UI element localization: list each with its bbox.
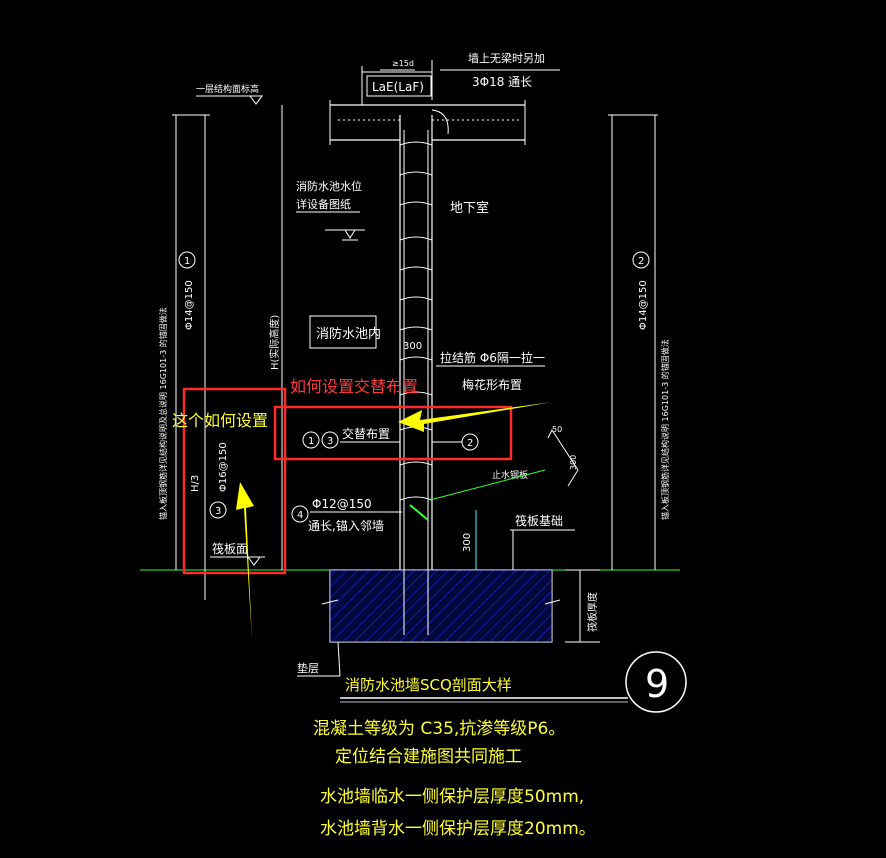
rebar-top-label: 3Φ18 通长 (472, 75, 532, 89)
pool-inside-box (309, 315, 377, 349)
stagger-num3: 3 (327, 436, 333, 447)
circle-1-marker (178, 251, 196, 269)
circle3-label: 3 (215, 506, 221, 517)
circle-1-stagger (302, 431, 320, 449)
circle-4-marker (291, 505, 309, 523)
rebar-1-label: Φ14@150 (184, 280, 195, 330)
left-note: 锚入板顶钢筋详见结构说明及总说明 16G101-3 的锚固做法 (158, 307, 168, 520)
highlight-box-stagger (273, 405, 513, 461)
wall-stirrups (399, 141, 433, 501)
arrow-left (236, 482, 254, 640)
raft-thickness-label: 筏板厚度 (586, 592, 599, 632)
stagger-label: 交替布置 (342, 426, 390, 441)
tie-layout-label: 梅花形布置 (462, 377, 522, 392)
dim-300-bottom: 300 (462, 533, 473, 552)
raft-top-label: 筏板面 (212, 542, 248, 556)
stagger-num1: 1 (308, 436, 314, 447)
raft-foundation (329, 569, 553, 643)
wall-top-note: 墙上无梁时另加 (468, 51, 545, 65)
circle-3-marker (209, 501, 227, 519)
level-left-label: 一层结构面标高 (196, 83, 259, 95)
highlight-box-left (182, 387, 287, 575)
rebar-4-note: 通长,锚入邻墙 (308, 518, 384, 533)
circle-3-stagger (321, 431, 339, 449)
tie-bar-label: 拉结筋 Φ6隔一拉一 (440, 350, 545, 365)
anchor-box-label: LaE(LaF) (372, 80, 424, 94)
drawing-title: 消防水池墙SCQ剖面大样 (345, 676, 512, 694)
dim-300-right: 300 (569, 455, 578, 470)
circle-2-right (632, 251, 650, 269)
circle-2-mid (461, 433, 479, 451)
note-3: 水池墙临水一侧保护层厚度50mm, (320, 787, 584, 807)
anchor-box (366, 75, 432, 97)
rebar-2-label: Φ14@150 (638, 280, 649, 330)
raft-foundation-label: 筏板基础 (515, 514, 563, 528)
circle-1-label: 1 (184, 256, 190, 267)
dim-50: 50 (552, 425, 562, 434)
top-dim-label: ≥15d (392, 59, 414, 68)
dim-300-top: 300 (403, 341, 422, 352)
water-level-line1: 消防水池水位 (296, 179, 362, 193)
detail-number-circle (625, 651, 687, 713)
h-height-label: H(实际高度) (268, 315, 281, 370)
question-1: 如何设置交替布置 (290, 377, 418, 396)
basement-label: 地下室 (450, 200, 489, 216)
h3-label: H/3 (190, 475, 201, 492)
pool-inside-label: 消防水池内 (316, 326, 381, 342)
rebar-4-label: Φ12@150 (312, 497, 372, 511)
question-2: 这个如何设置 (172, 411, 268, 430)
circle2-mid-label: 2 (467, 438, 473, 449)
waterstop-label: 止水钢板 (492, 469, 528, 481)
note-2: 定位结合建施图共同施工 (335, 747, 522, 767)
circle4-label: 4 (297, 510, 303, 521)
note-4: 水池墙背水一侧保护层厚度20mm。 (320, 819, 596, 839)
rebar-3-label: Φ16@150 (218, 442, 229, 492)
note-1: 混凝土等级为 C35,抗渗等级P6。 (313, 719, 565, 739)
right-note: 锚入板顶钢筋详见结构说明 16G101-3 的锚固做法 (660, 339, 670, 520)
water-level-line2: 详设备图纸 (296, 197, 351, 211)
detail-number: 9 (645, 662, 669, 706)
circle2-right-label: 2 (638, 256, 644, 267)
cushion-label: 垫层 (297, 661, 319, 675)
